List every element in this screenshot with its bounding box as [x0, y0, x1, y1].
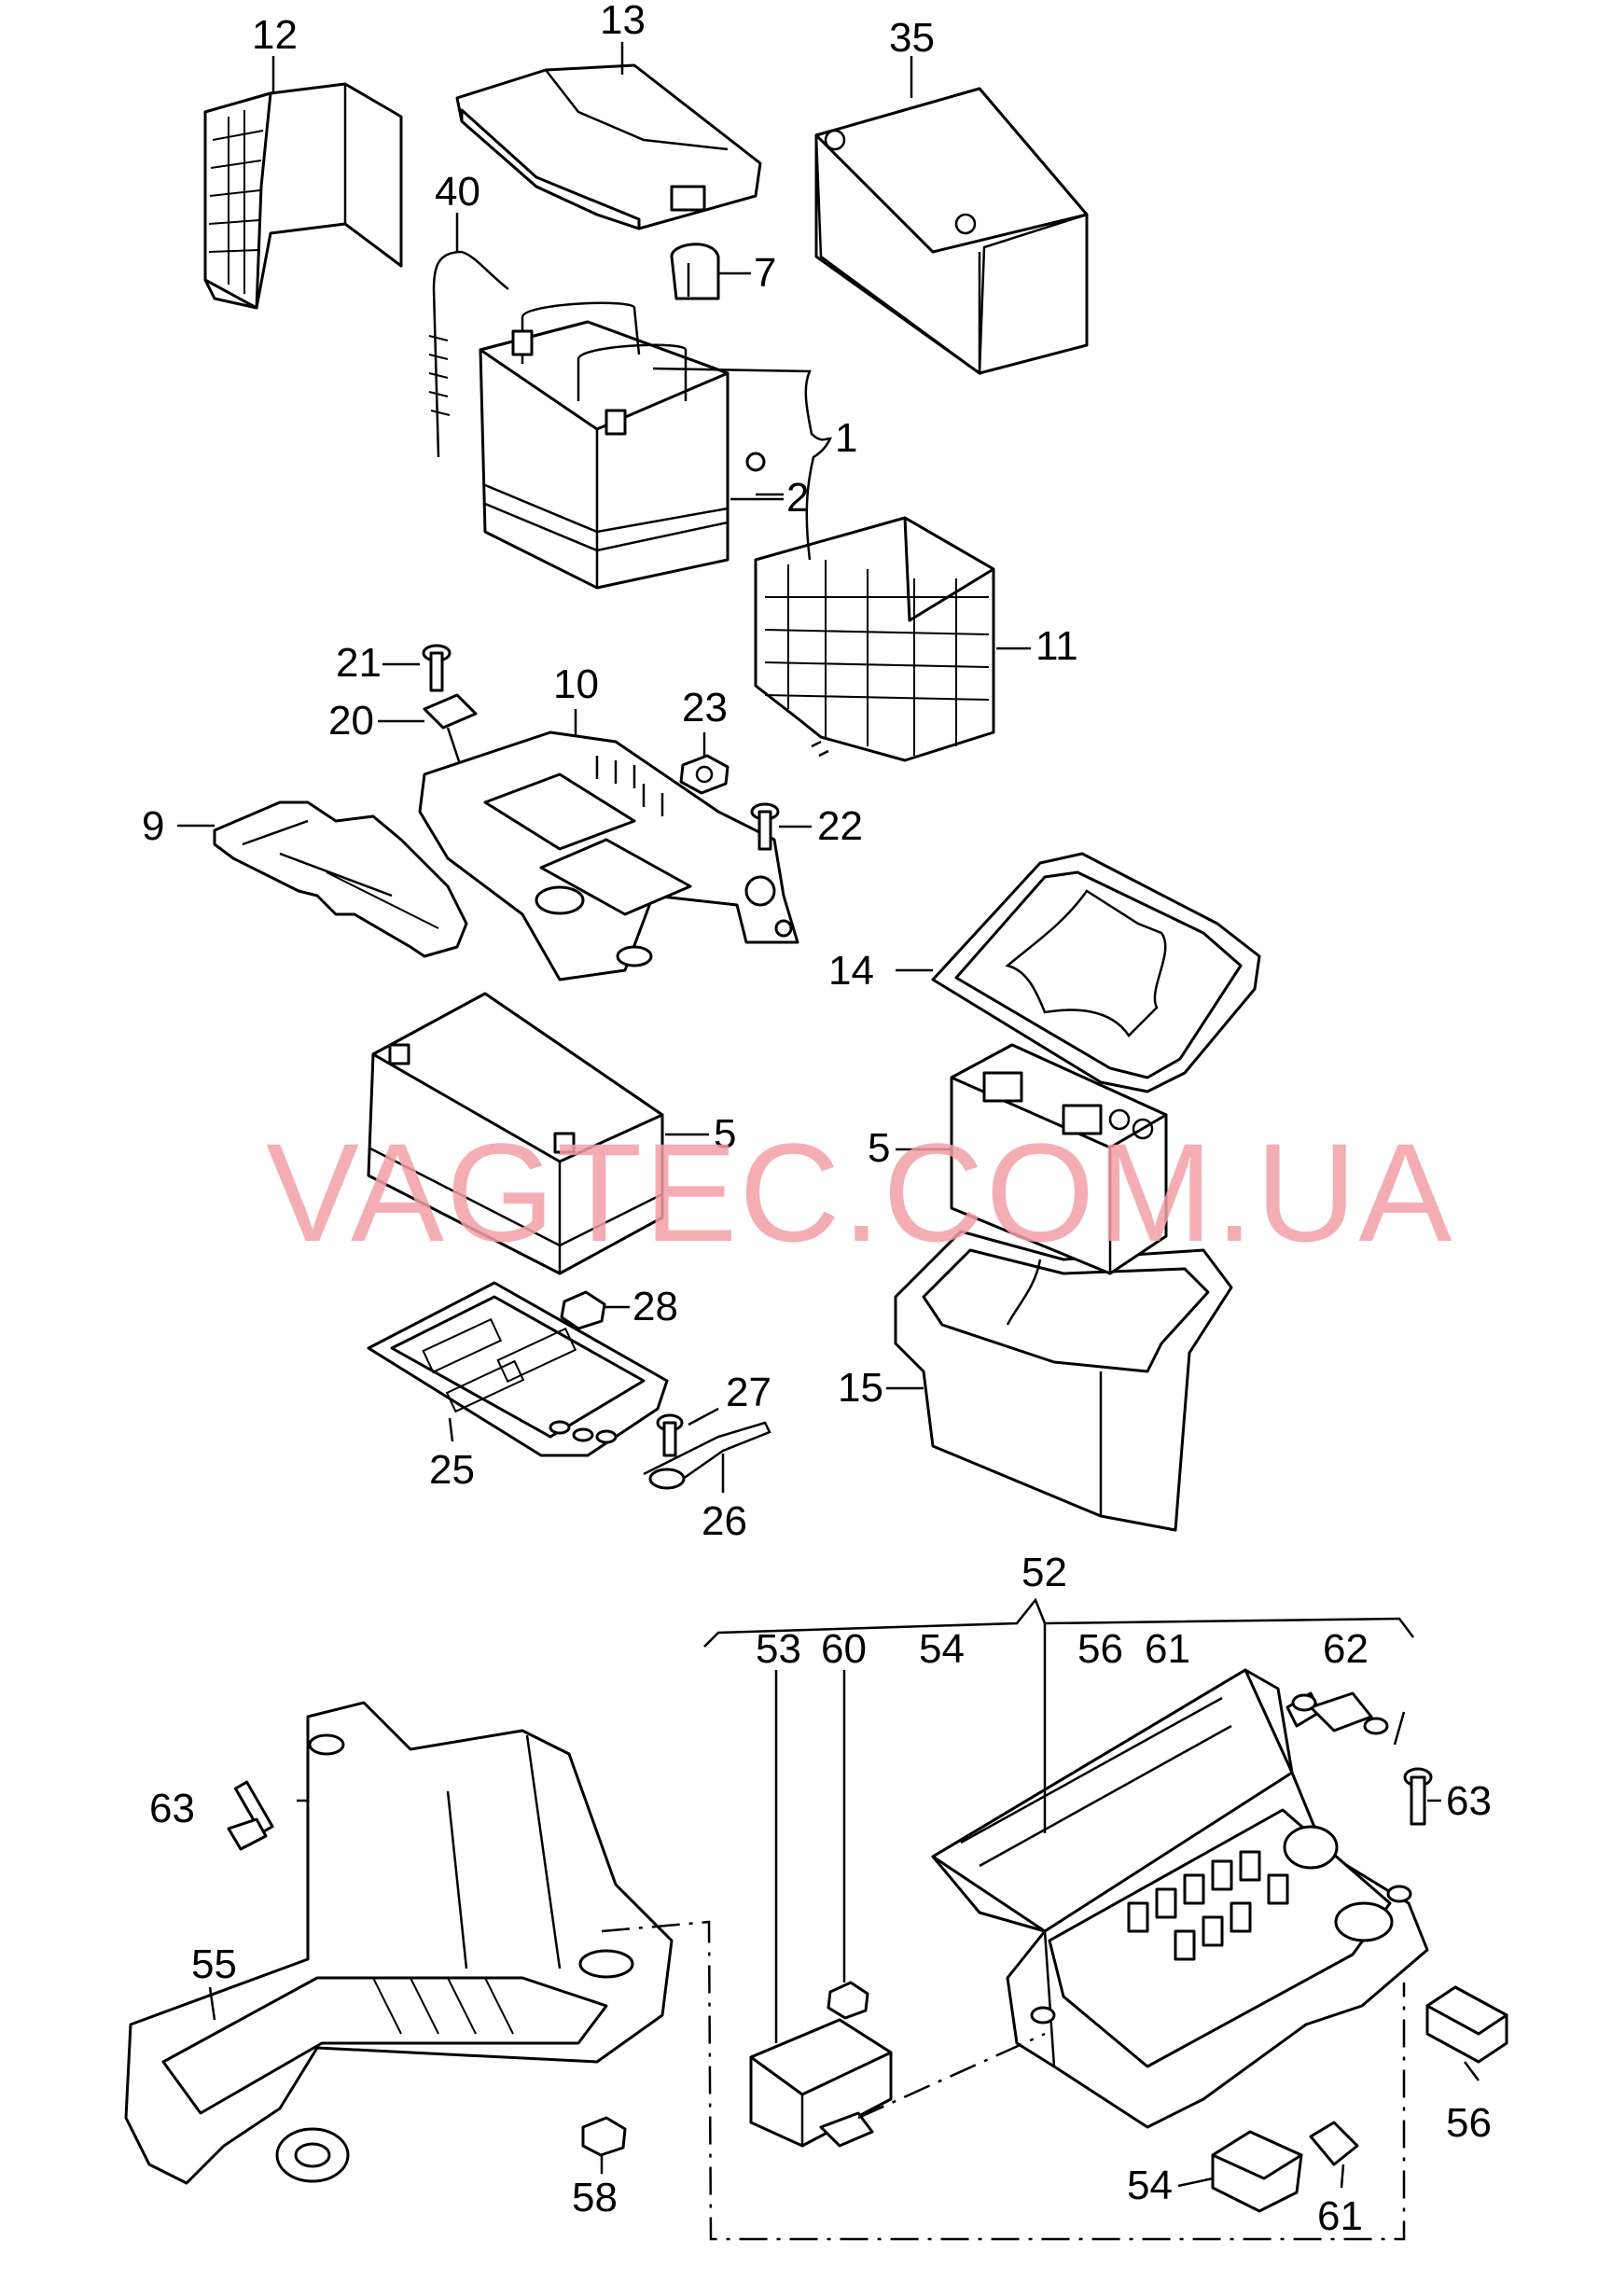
callout-10: 10	[553, 661, 599, 707]
callout-2: 2	[786, 475, 809, 521]
nut-23	[679, 754, 730, 795]
tray-insert-9	[213, 800, 468, 958]
bolt-63-left	[227, 1780, 274, 1851]
callout-12: 12	[252, 12, 298, 58]
callout-52: 52	[1021, 1550, 1067, 1595]
callout-61-bottom: 61	[1317, 2193, 1363, 2239]
callout-63-left: 63	[149, 1786, 195, 1831]
callout-61-top: 61	[1145, 1626, 1190, 1672]
relay-array	[1127, 1850, 1289, 1961]
battery-cover-13	[455, 63, 762, 230]
battery-2	[479, 301, 766, 590]
callout-53: 53	[756, 1626, 801, 1672]
connector-62	[1291, 1691, 1389, 1735]
callout-58: 58	[572, 2175, 618, 2220]
callout-54-top: 54	[919, 1626, 965, 1672]
callout-11: 11	[1035, 623, 1078, 669]
callout-23: 23	[682, 685, 728, 731]
fuse-61	[1309, 2121, 1359, 2166]
callout-1: 1	[835, 415, 857, 461]
callout-21: 21	[336, 640, 382, 686]
callout-14: 14	[828, 948, 874, 994]
callout-63-right: 63	[1446, 1778, 1492, 1824]
watermark-text: VAGTEC.COM.UA	[266, 1114, 1453, 1271]
callout-5-left: 5	[714, 1111, 736, 1157]
connector-56	[1425, 1985, 1508, 2064]
insulation-sleeve-11	[754, 516, 995, 762]
callout-62: 62	[1323, 1626, 1369, 1672]
callout-22: 22	[817, 803, 863, 849]
callout-40: 40	[435, 169, 480, 215]
callout-27: 27	[726, 1370, 771, 1415]
callout-35: 35	[889, 15, 935, 61]
vent-hose-40	[428, 250, 509, 458]
relay-holder-53	[749, 2018, 893, 2148]
terminal-cap-7	[670, 243, 720, 300]
callout-56-top: 56	[1077, 1626, 1123, 1672]
callout-15: 15	[838, 1365, 883, 1411]
callout-13: 13	[600, 0, 646, 43]
bolt-63-right	[1403, 1767, 1433, 1826]
callout-26: 26	[702, 1498, 747, 1544]
battery-box-15	[894, 1230, 1233, 1532]
callout-5-right: 5	[868, 1125, 890, 1171]
fuse-box-52	[931, 1668, 1429, 2129]
bolt-22	[750, 802, 780, 851]
hold-down-clamp-26	[643, 1421, 771, 1490]
callout-60: 60	[821, 1626, 867, 1672]
nut-58	[581, 2116, 627, 2157]
callout-56-bottom: 56	[1446, 2100, 1492, 2146]
box-cover-14	[931, 852, 1261, 1093]
battery-insulation-box-35	[814, 87, 1089, 376]
bolt-27	[656, 1413, 684, 1457]
insulation-sleeve-12	[203, 82, 403, 310]
battery-5-right	[950, 1043, 1168, 1275]
callout-9: 9	[142, 803, 164, 849]
callout-55: 55	[191, 1941, 237, 1987]
battery-tray-plate-25	[367, 1281, 669, 1457]
callout-labels: 12 13 35 40 7 1 2 11 21 20 10 23 9 22 14…	[142, 0, 1492, 2239]
callout-28: 28	[632, 1284, 678, 1329]
leader-lines	[177, 42, 1480, 2241]
callout-25: 25	[429, 1447, 475, 1493]
nut-60	[827, 1981, 869, 2020]
callout-20: 20	[328, 698, 374, 744]
callout-7: 7	[754, 250, 776, 296]
bolt-21	[422, 644, 452, 692]
mounting-bracket-55	[124, 1701, 674, 2185]
battery-5-left	[367, 992, 664, 1275]
callout-54-bottom: 54	[1127, 2163, 1173, 2208]
battery-tray-10	[418, 731, 799, 981]
nut-28	[560, 1290, 606, 1330]
relay-54	[1211, 2130, 1303, 2213]
